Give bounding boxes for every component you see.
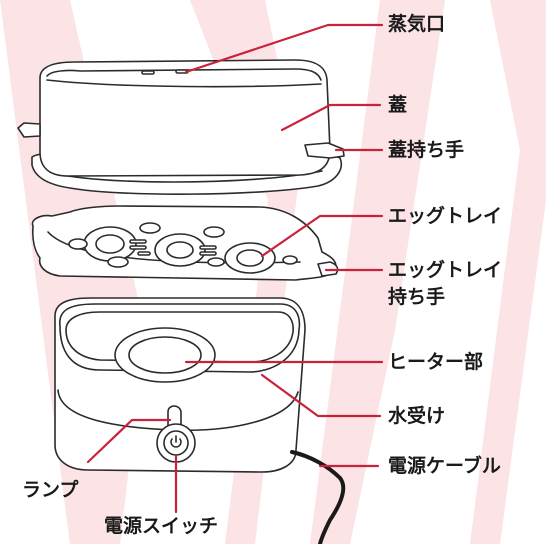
- leader-lamp: [86, 418, 172, 464]
- label-heater: ヒーター部: [388, 351, 484, 373]
- label-power-switch: 電源スイッチ: [104, 515, 219, 537]
- power-cable-drawing: [290, 450, 346, 544]
- label-egg-tray-handle-line1: エッグトレイ: [388, 259, 503, 281]
- leader-water-receiver: [260, 373, 382, 418]
- leader-egg-tray: [260, 214, 384, 258]
- label-lid: 蓋: [388, 94, 408, 116]
- egg-tray: [31, 205, 339, 281]
- label-egg-tray-handle-line2: 持ち手: [388, 286, 446, 308]
- lid-handle: [304, 142, 345, 159]
- lid: [17, 59, 345, 195]
- label-steam-vent: 蒸気口: [388, 13, 446, 35]
- label-lamp: ランプ: [22, 479, 79, 501]
- leader-lines: [86, 23, 384, 514]
- base: [54, 297, 306, 473]
- label-lid-handle: 蓋持ち手: [388, 139, 465, 161]
- label-power-cable: 電源ケーブル: [388, 455, 501, 477]
- label-water-receiver: 水受け: [388, 405, 446, 427]
- leader-lid: [280, 103, 382, 132]
- leader-steam-vent: [184, 23, 384, 74]
- label-egg-tray: エッグトレイ: [388, 205, 503, 227]
